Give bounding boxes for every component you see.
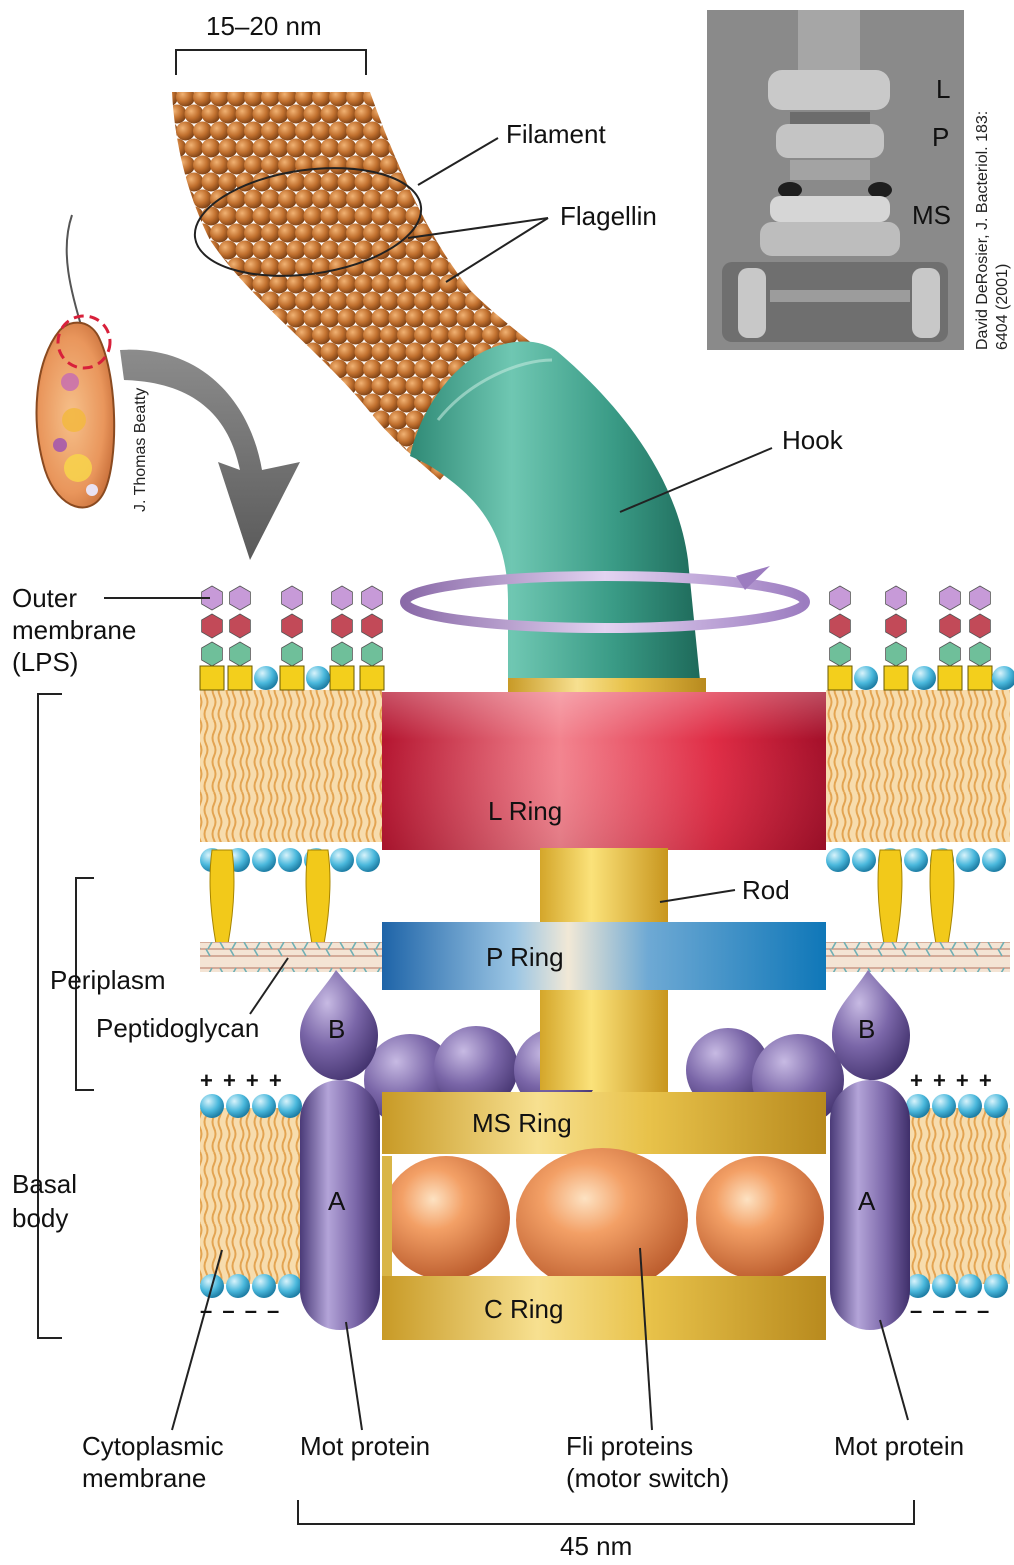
mot-a-right-label: A bbox=[858, 1186, 875, 1217]
leader-flagellin-2 bbox=[446, 218, 548, 282]
ms-ring bbox=[382, 1092, 826, 1154]
minus-signs-left: – – – – bbox=[200, 1298, 281, 1324]
cytoplasmic-membrane-label-2: membrane bbox=[82, 1462, 206, 1494]
fli-proteins-label-1: Fli proteins bbox=[566, 1430, 693, 1462]
outer-membrane-left bbox=[200, 690, 382, 842]
peptidoglycan-right bbox=[826, 942, 1010, 972]
leader-cytoplasmic bbox=[172, 1250, 222, 1430]
mot-a-left-label: A bbox=[328, 1186, 345, 1217]
size-label-top: 15–20 nm bbox=[206, 10, 322, 42]
peptidoglycan-label: Peptidoglycan bbox=[96, 1012, 259, 1044]
c-ring-label: C Ring bbox=[484, 1294, 563, 1325]
outer-membrane-right bbox=[826, 690, 1010, 842]
outer-membrane-label-3: (LPS) bbox=[12, 646, 78, 678]
leader-rod bbox=[660, 890, 735, 902]
plus-signs-left: + + + + bbox=[200, 1068, 284, 1094]
p-ring bbox=[382, 922, 826, 990]
basal-body-label-2: body bbox=[12, 1202, 68, 1234]
minus-signs-right: – – – – bbox=[910, 1298, 991, 1324]
peptidoglycan-left bbox=[200, 942, 382, 972]
mot-b-right-label: B bbox=[858, 1014, 875, 1045]
mot-protein-label-left: Mot protein bbox=[300, 1430, 430, 1462]
micrograph-ms-label: MS bbox=[912, 200, 951, 231]
credit-beatty: J. Thomas Beatty bbox=[132, 388, 150, 512]
l-ring-label: L Ring bbox=[488, 796, 562, 827]
mot-protein-label-right: Mot protein bbox=[834, 1430, 964, 1462]
micrograph-l-label: L bbox=[936, 74, 950, 105]
ms-ring-label: MS Ring bbox=[472, 1108, 572, 1139]
cytoplasmic-membrane-left bbox=[200, 1108, 304, 1284]
size-label-bottom: 45 nm bbox=[560, 1530, 632, 1562]
leader-mot-left bbox=[346, 1322, 362, 1430]
p-ring-label: P Ring bbox=[486, 942, 564, 973]
c-ring bbox=[382, 1276, 826, 1340]
micrograph-p-label: P bbox=[932, 122, 949, 153]
rod-label: Rod bbox=[742, 874, 790, 906]
cytoplasmic-membrane-label-1: Cytoplasmic bbox=[82, 1430, 224, 1462]
fli-proteins bbox=[382, 1148, 824, 1292]
credit-derosier-1: David DeRosier, J. Bacteriol. 183: bbox=[974, 111, 992, 350]
mot-b-left-label: B bbox=[328, 1014, 345, 1045]
credit-derosier-2: 6404 (2001) bbox=[994, 264, 1012, 350]
periplasm-label: Periplasm bbox=[50, 964, 166, 996]
micrograph-panel bbox=[707, 10, 964, 350]
fli-proteins-label-2: (motor switch) bbox=[566, 1462, 729, 1494]
bacterium-illustration bbox=[37, 215, 115, 507]
bracket-basal-body bbox=[38, 694, 62, 1338]
hook-label: Hook bbox=[782, 424, 843, 456]
leader-filament bbox=[418, 138, 498, 185]
flagellin-label: Flagellin bbox=[560, 200, 657, 232]
outer-membrane-label-2: membrane bbox=[12, 614, 136, 646]
filament-label: Filament bbox=[506, 118, 606, 150]
l-ring bbox=[382, 692, 826, 850]
basal-body-label-1: Basal bbox=[12, 1168, 77, 1200]
cytoplasmic-membrane-right bbox=[908, 1108, 1010, 1284]
leader-mot-right bbox=[880, 1320, 908, 1420]
bracket-size-bottom bbox=[298, 1500, 914, 1524]
outer-membrane-label-1: Outer bbox=[12, 582, 77, 614]
plus-signs-right: + + + + bbox=[910, 1068, 994, 1094]
bracket-size-top bbox=[176, 50, 366, 75]
